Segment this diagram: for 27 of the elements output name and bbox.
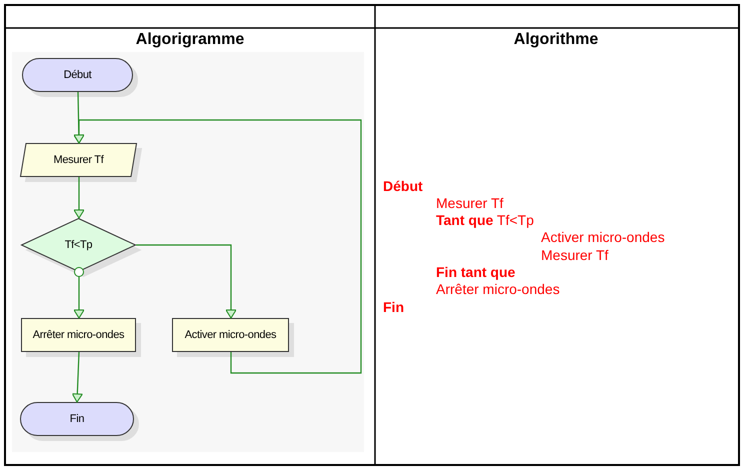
- column-heading: Algorigramme: [136, 31, 244, 49]
- algorithm-line: Début: [383, 178, 423, 194]
- algorithm-line: Tant que Tf<Tp: [436, 212, 534, 228]
- node-label: Tf<Tp: [64, 239, 92, 251]
- arrow: [72, 352, 83, 402]
- algorithm-line: Fin tant que: [436, 264, 516, 280]
- node-label: Mesurer Tf: [54, 154, 104, 166]
- decision-diamond: [21, 218, 136, 272]
- arrow: [74, 177, 84, 218]
- end-terminal: [20, 402, 134, 436]
- start-terminal: [22, 58, 133, 92]
- node-label: Activer micro-ondes: [184, 329, 276, 341]
- arrow: [74, 119, 362, 374]
- algorithm-line: Arrêter micro-ondes: [436, 281, 560, 297]
- process-box: [21, 318, 136, 352]
- node-label: Fin: [70, 413, 84, 425]
- arrow: [136, 244, 236, 318]
- input-parallelogram: [20, 143, 137, 177]
- arrow: [74, 267, 84, 318]
- column-heading: Algorithme: [514, 31, 598, 49]
- algorithm-line: Fin: [383, 299, 404, 315]
- process-box: [172, 318, 289, 352]
- node-label: Début: [64, 69, 92, 81]
- node-label: Arrêter micro-ondes: [32, 329, 124, 341]
- algorithm-line: Mesurer Tf: [541, 247, 608, 263]
- algorithm-line: Activer micro-ondes: [541, 229, 665, 245]
- algorithm-line: Mesurer Tf: [436, 195, 504, 211]
